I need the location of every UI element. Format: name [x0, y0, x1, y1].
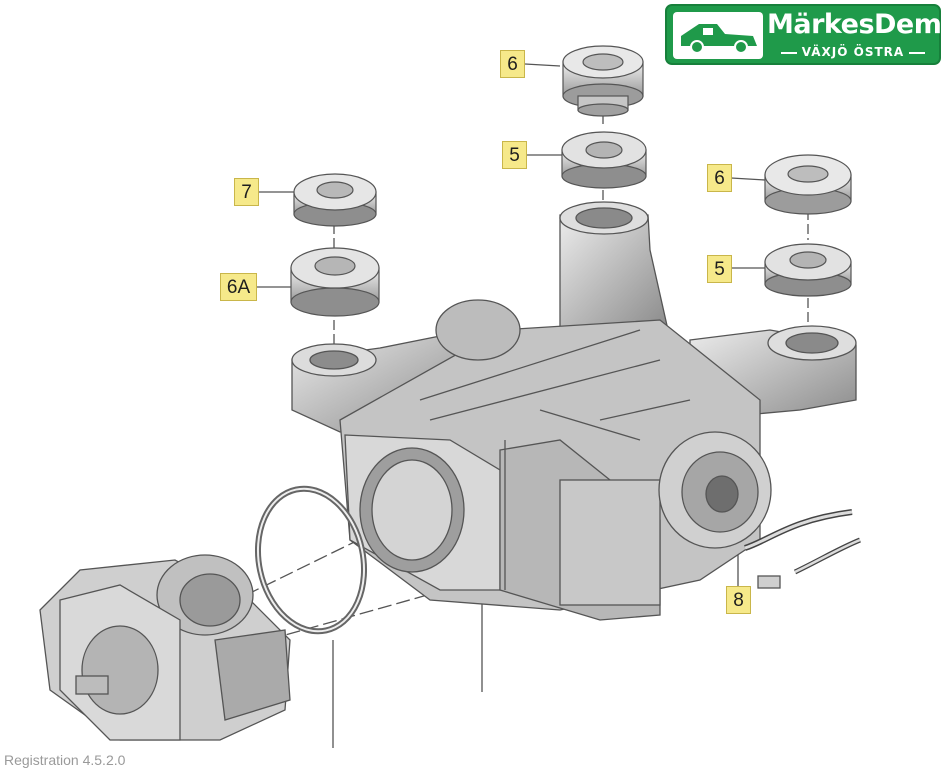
mount-cap-6-right	[764, 154, 852, 215]
callout-6-right: 6	[707, 164, 732, 192]
clutch-pump-unit	[39, 554, 291, 741]
callout-7: 7	[234, 178, 259, 206]
logo-subtitle-row: VÄXJÖ ÖSTRA	[767, 45, 939, 59]
vent-hose-8	[744, 509, 861, 589]
registration-footer: Registration 4.5.2.0	[4, 752, 126, 768]
o-ring	[254, 485, 368, 635]
dealer-logo: MärkesDemo VÄXJÖ ÖSTRA	[665, 4, 945, 65]
bushing-6a	[290, 247, 380, 317]
differential-housing	[291, 201, 857, 621]
bushing-5-right	[764, 243, 852, 297]
mount-cap-6-top	[562, 45, 644, 117]
callout-6-top: 6	[500, 50, 525, 78]
bushing-5-top	[561, 131, 647, 189]
callout-6a: 6A	[220, 273, 257, 301]
logo-subtitle: VÄXJÖ ÖSTRA	[801, 45, 905, 59]
callout-8: 8	[726, 586, 751, 614]
callout-5-top: 5	[502, 141, 527, 169]
mount-cap-7	[293, 173, 377, 227]
logo-brand-text: MärkesDemo	[767, 9, 945, 40]
car-icon	[673, 12, 763, 59]
callout-5-right: 5	[707, 255, 732, 283]
